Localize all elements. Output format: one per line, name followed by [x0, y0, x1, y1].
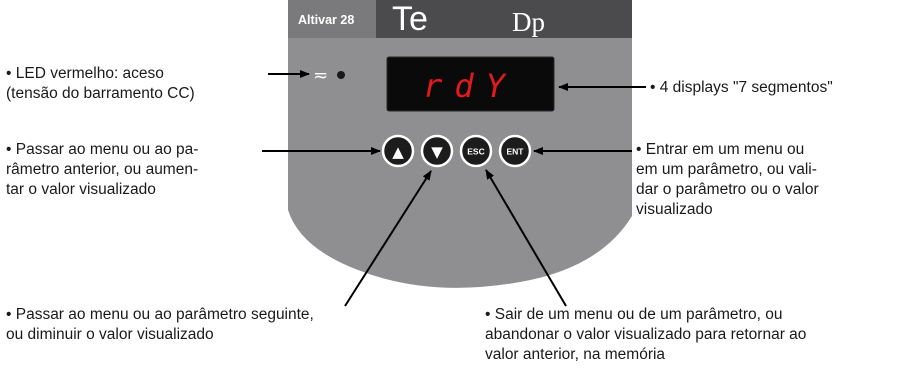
display-readout: rdY [423, 67, 517, 105]
arrow-down-button [344, 170, 432, 307]
red-led [337, 71, 345, 79]
ent-button-label: ENT [507, 147, 525, 157]
esc-button[interactable]: ESC [459, 134, 493, 168]
up-button-annotation: • Passar ao menu ou ao pa- râmetro anter… [6, 141, 199, 198]
down-button[interactable]: ▼ [420, 134, 454, 168]
display-annotation: • 4 displays "7 segmentos" [650, 79, 833, 96]
brand-logo-left: Te [392, 0, 428, 38]
model-label: Altivar 28 [298, 13, 354, 27]
esc-button-label: ESC [467, 147, 484, 157]
ent-button[interactable]: ENT [498, 134, 532, 168]
esc-button-annotation: • Sair de um menu ou de um parâmetro, ou… [485, 306, 807, 363]
down-button-annotation: • Passar ao menu ou ao parâmetro seguint… [6, 306, 314, 343]
keypad-panel [288, 0, 632, 288]
led-annotation: • LED vermelho: aceso (tensão do barrame… [6, 65, 195, 102]
model-label-box [288, 0, 376, 38]
up-button[interactable]: ▲ [381, 134, 415, 168]
brand-logo-right: Dp [512, 7, 545, 37]
ent-button-annotation: • Entrar em um menu ou em um parâmetro, … [636, 141, 819, 218]
arrow-esc-button [485, 169, 567, 307]
down-arrow-icon: ▼ [431, 143, 443, 161]
up-arrow-icon: ▲ [392, 143, 404, 161]
dc-bus-symbol: ≂ [313, 65, 328, 86]
seven-segment-display [386, 56, 555, 112]
